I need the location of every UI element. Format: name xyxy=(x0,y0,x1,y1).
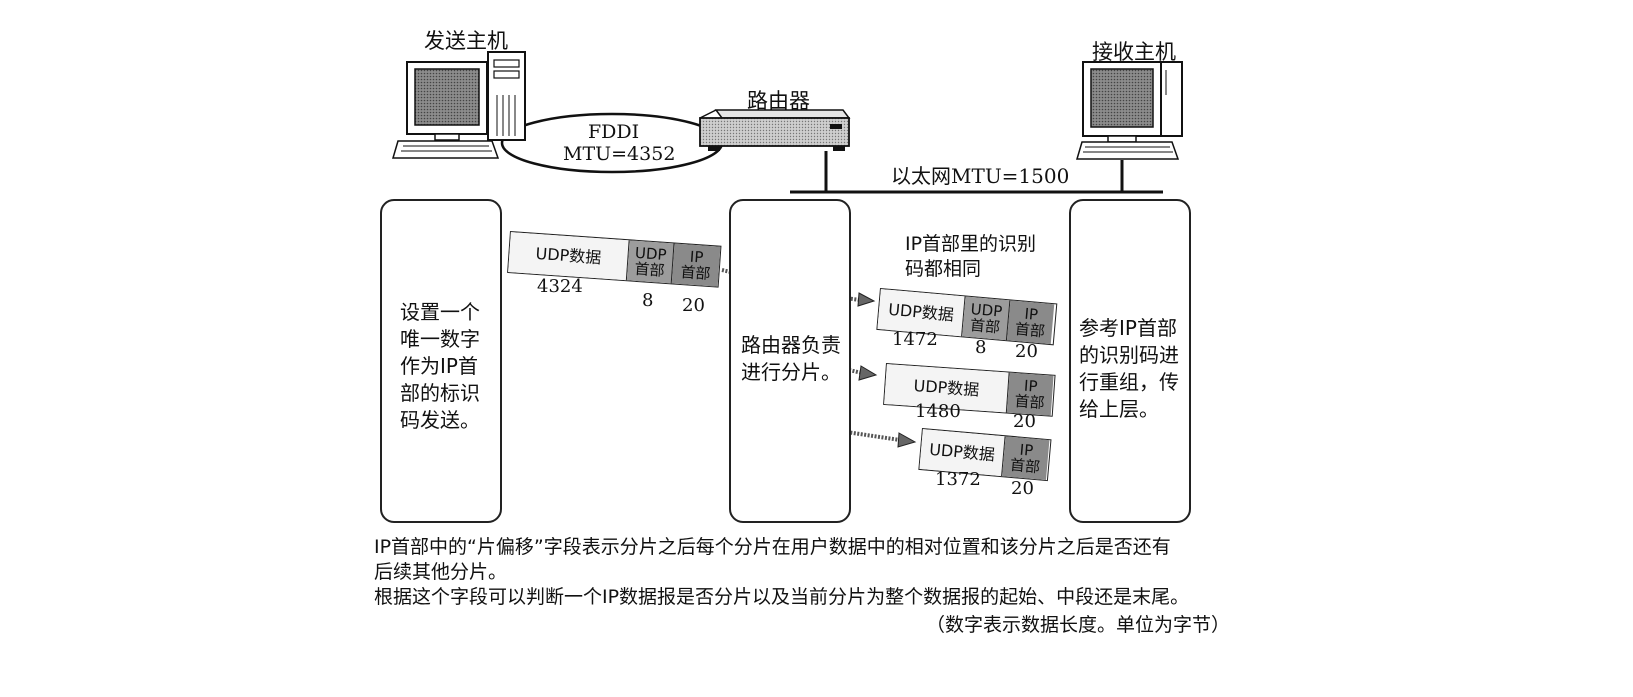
sender-computer-icon xyxy=(391,51,526,159)
caption-line3: 根据这个字段可以判断一个IP数据报是否分片以及当前分片为整个数据报的起始、中段还… xyxy=(374,586,1190,608)
packet-udp-header: UDP 首部 xyxy=(962,296,1011,341)
fddi-mtu-label: MTU=4352 xyxy=(563,143,676,165)
router-panel: 路由器负责 进行分片。 xyxy=(729,199,851,523)
sender-host-label: 发送主机 xyxy=(424,29,508,53)
router-device-icon xyxy=(699,109,851,151)
packet-ip-header: IP 首部 xyxy=(671,243,721,287)
caption-line1: IP首部中的“片偏移”字段表示分片之后每个分片在用户数据中的相对位置和该分片之后… xyxy=(374,536,1171,558)
fragment2-ip-header-size: 20 xyxy=(1013,411,1036,432)
fragment3-ip-header-size: 20 xyxy=(1011,478,1034,499)
router-label: 路由器 xyxy=(747,89,810,113)
fddi-label: FDDI xyxy=(588,121,640,143)
same-id-note-line1: IP首部里的识别 xyxy=(905,233,1037,255)
fragment2-data-size: 1480 xyxy=(915,401,961,422)
fragment1-udp-header-size: 8 xyxy=(975,337,987,358)
fragment3-data-size: 1372 xyxy=(935,469,981,490)
router-panel-text: 路由器负责 进行分片。 xyxy=(741,333,841,384)
fragment1-ip-header-size: 20 xyxy=(1015,341,1038,362)
caption-units-note: （数字表示数据长度。单位为字节） xyxy=(926,614,1231,636)
sender-panel: 设置一个 唯一数字 作为IP首 部的标识 码发送。 xyxy=(380,199,502,523)
original-data-size: 4324 xyxy=(537,276,583,297)
packet-ip-header: IP 首部 xyxy=(1002,436,1050,480)
same-id-note-line2: 码都相同 xyxy=(905,258,982,280)
packet-ip-header: IP 首部 xyxy=(1006,372,1054,416)
receiver-panel-text: 参考IP首部 的识别码进 行重组，传 给上层。 xyxy=(1079,316,1179,421)
receiver-computer-icon xyxy=(1075,61,1183,160)
original-ip-header-size: 20 xyxy=(682,295,705,316)
fragment1-data-size: 1472 xyxy=(892,329,938,350)
original-udp-header-size: 8 xyxy=(642,290,654,311)
sender-panel-text: 设置一个 唯一数字 作为IP首 部的标识 码发送。 xyxy=(400,300,480,432)
ethernet-mtu-label: 以太网MTU=1500 xyxy=(891,164,1070,188)
receiver-panel: 参考IP首部 的识别码进 行重组，传 给上层。 xyxy=(1069,199,1191,523)
caption: IP首部中的“片偏移”字段表示分片之后每个分片在用户数据中的相对位置和该分片之后… xyxy=(374,535,1189,610)
receiver-host-label: 接收主机 xyxy=(1092,40,1176,64)
packet-udp-data: UDP数据 xyxy=(508,232,630,281)
caption-line2: 后续其他分片。 xyxy=(374,561,508,583)
packet-udp-header: UDP 首部 xyxy=(626,240,675,284)
packet-ip-header: IP 首部 xyxy=(1006,300,1055,345)
